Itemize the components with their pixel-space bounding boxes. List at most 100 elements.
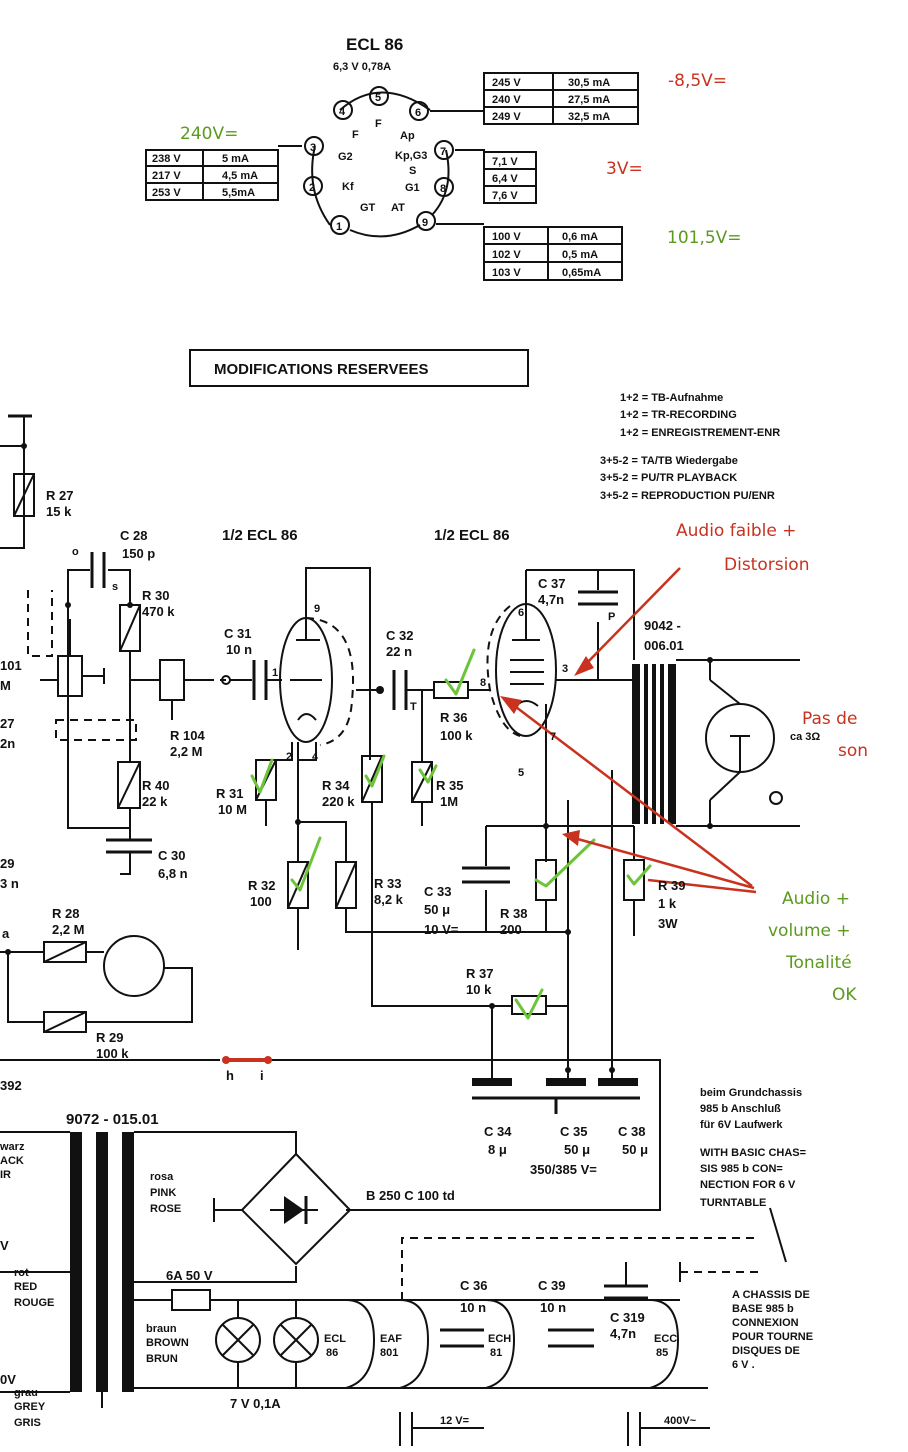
resistor-r27	[13, 473, 35, 517]
legend-line-4: 3+5-2 = TA/TB Wiedergabe	[600, 455, 738, 467]
note-240v: 240V=	[180, 124, 238, 144]
switch-o: o	[72, 546, 79, 558]
r27-value: 15 k	[46, 504, 72, 519]
note-audio-faible: Audio faible +	[676, 521, 796, 541]
tb-r0c1: 0,6 mA	[562, 231, 598, 243]
pin-circles	[303, 86, 454, 235]
note-distorsion: Distorsion	[724, 555, 809, 575]
tube-eaf801-num: 801	[380, 1347, 398, 1359]
tube-name: ECL 86	[346, 35, 403, 54]
c33-label: C 33	[424, 884, 451, 899]
pin-9: 9	[422, 217, 428, 229]
r37-label: R 37	[466, 966, 493, 981]
tube1-pin1: 1	[272, 667, 278, 679]
note-fr-5: DISQUES DE	[732, 1345, 800, 1357]
v400-label: 400V~	[664, 1415, 697, 1427]
c36-label: C 36	[460, 1278, 487, 1293]
r101-value: M	[0, 678, 11, 693]
mains-transformer-label: 9072 - 015.01	[66, 1111, 159, 1128]
check-marks	[250, 648, 652, 1020]
tb-r0c0: 100 V	[492, 231, 521, 243]
tl-r2c0: 253 V	[152, 187, 181, 199]
note-fr-1: A CHASSIS DE	[732, 1289, 810, 1301]
tt-r2c1: 32,5 mA	[568, 111, 610, 123]
tm-r1: 6,4 V	[492, 173, 518, 185]
tube-rating: 6,3 V 0,78A	[333, 61, 391, 73]
r38-value: 200	[500, 922, 522, 937]
table-left: 238 V 5 mA 217 V 4,5 mA 253 V 5,5mA	[145, 145, 302, 201]
wire-schwarz: warz	[0, 1141, 25, 1153]
r34-value: 220 k	[322, 794, 355, 809]
tube1-pin4: 4	[312, 751, 319, 763]
annotation-arrows	[500, 567, 757, 894]
tube2-pin8: 8	[480, 677, 486, 689]
note-pas-de: Pas de	[802, 709, 857, 729]
switch-s: s	[112, 581, 118, 593]
r31-label: R 31	[216, 786, 243, 801]
c35-value: 50 μ	[564, 1142, 590, 1157]
pin-name-gt: GT	[360, 202, 376, 214]
label-a: a	[2, 926, 10, 941]
tube2-pin3: 3	[562, 663, 568, 675]
wire-black: ACK	[0, 1155, 24, 1167]
r39-value: 1 k	[658, 896, 677, 911]
r29-label: R 29	[96, 1030, 123, 1045]
c31-value: 10 n	[226, 642, 252, 657]
switch-p: P	[608, 611, 615, 623]
power-supply	[0, 1131, 787, 1446]
wire-grey: GREY	[14, 1401, 46, 1413]
r32-label: R 32	[248, 878, 275, 893]
pin-name-ap: Ap	[400, 130, 415, 142]
r101-label: 101	[0, 658, 22, 673]
note-minus85v: -8,5V=	[668, 71, 727, 91]
handwritten-notes: Audio faible + Distorsion Pas de son Aud…	[676, 521, 868, 1005]
r36-value: 100 k	[440, 728, 473, 743]
pin-ring-bottom	[349, 224, 421, 238]
pin-name-kpg3: Kp,G3	[395, 150, 427, 162]
wire-rot: rot	[14, 1267, 29, 1279]
tb-r2c1: 0,65mA	[562, 267, 601, 279]
wire-braun: braun	[146, 1323, 177, 1335]
note-de-1: beim Grundchassis	[700, 1087, 802, 1099]
tm-r0: 7,1 V	[492, 156, 518, 168]
note-audio-plus: Audio +	[782, 889, 850, 909]
pin-name-at: AT	[391, 202, 405, 214]
note-son: son	[838, 741, 868, 761]
tb-r1c1: 0,5 mA	[562, 249, 598, 261]
tube-ech81: ECH	[488, 1333, 511, 1345]
pin-name-f2: F	[375, 118, 382, 130]
c32-value: 22 n	[386, 644, 412, 659]
r38-label: R 38	[500, 906, 527, 921]
table-bottom: 100 V 0,6 mA 102 V 0,5 mA 103 V 0,65mA	[436, 223, 623, 281]
wire-rose: ROSE	[150, 1203, 181, 1215]
legend: 1+2 = TB-Aufnahme 1+2 = TR-RECORDING 1+2…	[600, 392, 780, 502]
r33-value: 8,2 k	[374, 892, 404, 907]
speaker-label: ca 3Ω	[790, 731, 820, 743]
pin-name-kf: Kf	[342, 181, 354, 193]
c319-label: C 319	[610, 1310, 645, 1325]
wire-brown: BROWN	[146, 1337, 189, 1349]
note-de-3: für 6V Laufwerk	[700, 1119, 783, 1131]
r31-value: 10 M	[218, 802, 247, 817]
wire-grau: grau	[14, 1387, 38, 1399]
r34-label: R 34	[322, 778, 350, 793]
wire-pink: PINK	[150, 1187, 176, 1199]
c39-value: 10 n	[540, 1300, 566, 1315]
pin-5: 5	[375, 92, 381, 104]
c319-value: 4,7n	[610, 1326, 636, 1341]
note-fr-4: POUR TOURNE	[732, 1331, 813, 1343]
tt-r2c0: 249 V	[492, 111, 521, 123]
caps-voltage: 350/385 V=	[530, 1162, 597, 1177]
pin-4: 4	[339, 106, 346, 118]
tt-r1c1: 27,5 mA	[568, 94, 610, 106]
tb-r2c0: 103 V	[492, 267, 521, 279]
c37-label: C 37	[538, 576, 565, 591]
r104-value: 2,2 M	[170, 744, 203, 759]
fuse-label: 6A 50 V	[166, 1268, 213, 1283]
cap27-label: 27	[0, 716, 14, 731]
heater-label: 7 V 0,1A	[230, 1396, 281, 1411]
tl-r1c0: 217 V	[152, 170, 181, 182]
tube-ecl86: ECL	[324, 1333, 346, 1345]
tt-r0c1: 30,5 mA	[568, 77, 610, 89]
